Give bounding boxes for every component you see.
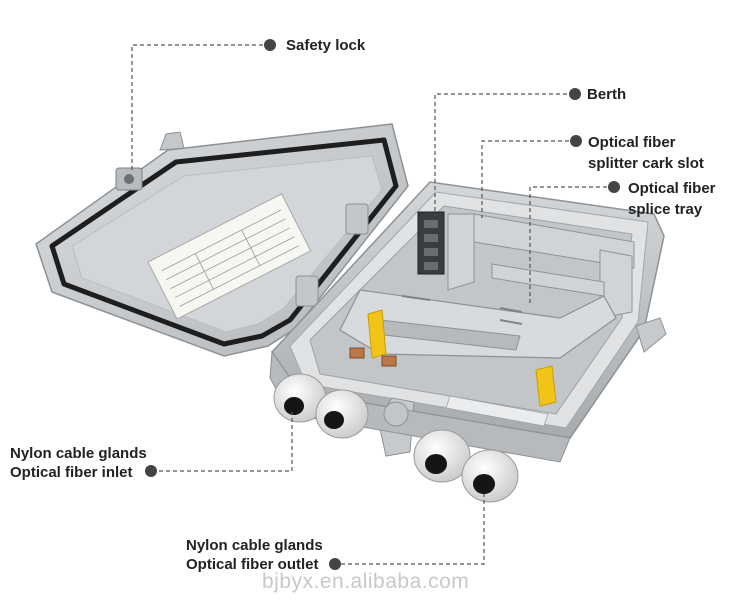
label-splice-tray-line2: splice tray — [628, 201, 703, 218]
leader-inlet — [152, 412, 293, 472]
label-splice-tray-line1: Optical fiber — [628, 180, 716, 197]
enclosure-lid — [35, 123, 409, 357]
label-outlet-line1: Nylon cable glands — [186, 537, 323, 554]
label-outlet-line2: Optical fiber outlet — [186, 556, 319, 573]
label-inlet-line1: Nylon cable glands — [10, 445, 147, 462]
splice-tray — [339, 289, 617, 359]
label-splitter-slot-line2: splitter cark slot — [588, 155, 704, 172]
watermark-text: bjbyx.en.alibaba.com — [262, 570, 470, 593]
dot-outlet — [329, 558, 341, 570]
berth-block — [417, 211, 445, 275]
label-splitter-slot-line1: Optical fiber — [588, 134, 676, 151]
cable-gland-outlet-2 — [461, 449, 519, 503]
velcro-strap-icon — [367, 309, 557, 407]
fiber-guide-comb — [445, 395, 549, 427]
dot-splitter-slot — [570, 135, 582, 147]
dot-splice-tray — [608, 181, 620, 193]
lid-label-sticker — [147, 193, 312, 320]
cable-gland-outlet-1 — [413, 429, 471, 483]
leader-berth — [434, 93, 574, 216]
lid-gasket — [49, 137, 399, 347]
label-safety-lock: Safety lock — [286, 37, 366, 54]
leader-splitter-slot — [481, 140, 576, 218]
label-inlet-line2: Optical fiber inlet — [10, 464, 133, 481]
label-berth: Berth — [587, 86, 627, 103]
splitter-slot-frame — [447, 213, 635, 319]
hinge-icon — [295, 203, 369, 307]
dot-inlet — [145, 465, 157, 477]
knockout-port — [383, 401, 409, 427]
dot-safety-lock — [264, 39, 276, 51]
dot-berth — [569, 88, 581, 100]
cable-gland-inlet-2 — [315, 389, 369, 439]
leader-safety-lock — [131, 44, 270, 172]
safety-lock-icon — [115, 167, 143, 191]
cable-gland-inlet-1 — [273, 373, 327, 423]
ground-clip-icon — [349, 347, 397, 367]
leader-splice-tray — [529, 186, 614, 304]
leader-outlet — [334, 494, 485, 565]
